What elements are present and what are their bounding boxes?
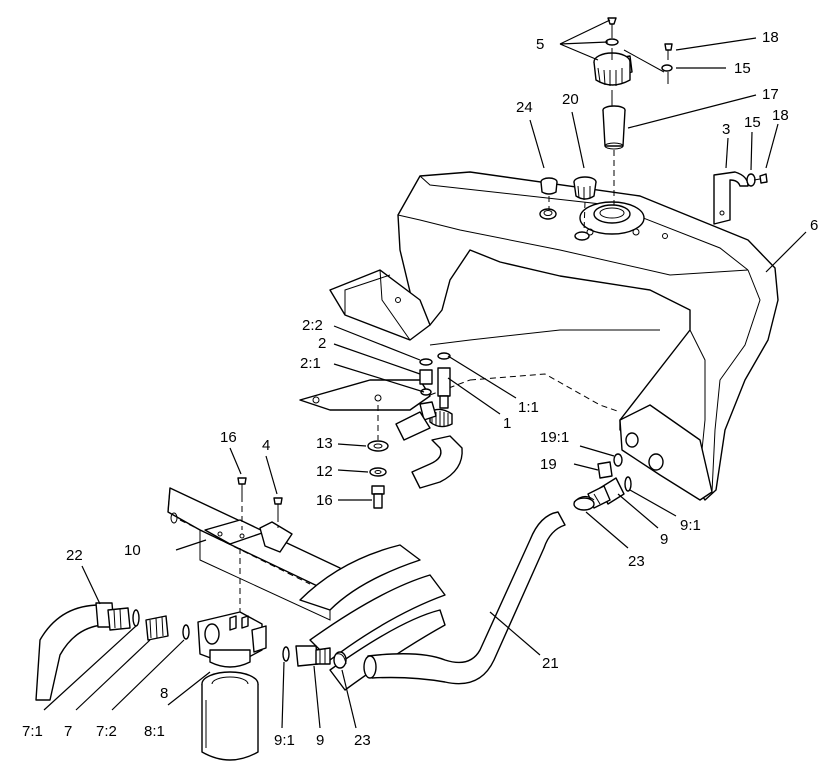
label-7-2: 7:2 — [96, 723, 117, 740]
label-15-top: 15 — [734, 60, 751, 77]
label-12: 12 — [316, 463, 333, 480]
label-20: 20 — [562, 91, 579, 108]
label-2-1: 2:1 — [300, 355, 321, 372]
washer-bolt-stack — [367, 405, 389, 509]
callout-labels: 5 18 15 17 24 20 3 15 18 6 2:2 2 2:1 1:1… — [22, 29, 818, 749]
label-1-1: 1:1 — [518, 399, 539, 416]
fuel-cap-assembly — [593, 17, 665, 108]
label-9-1-bottom: 9:1 — [274, 732, 295, 749]
plug-19 — [597, 453, 623, 479]
label-18-top: 18 — [762, 29, 779, 46]
fitting-9-right — [573, 476, 632, 511]
label-9-1-right: 9:1 — [680, 517, 701, 534]
fitting-stack — [419, 352, 453, 428]
frame-rail — [167, 487, 349, 621]
fuel-tank — [329, 171, 779, 501]
label-13: 13 — [316, 435, 333, 452]
label-16-mid: 16 — [316, 492, 333, 509]
leader-lines — [43, 19, 807, 729]
filter-cartridge-8-1 — [201, 671, 259, 761]
label-17: 17 — [762, 86, 779, 103]
fittings-9-23-lower — [282, 645, 347, 669]
filler-neck — [602, 105, 626, 205]
fitting-7 — [132, 609, 190, 641]
label-9-right: 9 — [660, 531, 668, 548]
hose-stubs — [395, 411, 463, 489]
label-2-2: 2:2 — [302, 317, 323, 334]
label-3: 3 — [722, 121, 730, 138]
label-8-1: 8:1 — [144, 723, 165, 740]
hose-21 — [363, 511, 566, 685]
hose-22 — [35, 602, 131, 701]
label-6: 6 — [810, 217, 818, 234]
label-16-left: 16 — [220, 429, 237, 446]
label-4: 4 — [262, 437, 270, 454]
label-7: 7 — [64, 723, 72, 740]
label-2: 2 — [318, 335, 326, 352]
screw-washer-top — [661, 43, 673, 84]
label-24: 24 — [516, 99, 533, 116]
tank-mount-plate — [299, 373, 621, 413]
label-5: 5 — [536, 36, 544, 53]
bracket-3 — [713, 171, 768, 225]
bolts-top-frame — [237, 477, 283, 615]
grommet-24 — [540, 177, 558, 210]
label-10: 10 — [124, 542, 141, 559]
filter-head-8 — [197, 611, 267, 668]
background-hoses — [299, 544, 446, 691]
label-18-right: 18 — [772, 107, 789, 124]
label-15-right: 15 — [744, 114, 761, 131]
label-19: 19 — [540, 456, 557, 473]
label-21: 21 — [542, 655, 559, 672]
label-7-1: 7:1 — [22, 723, 43, 740]
label-23-right: 23 — [628, 553, 645, 570]
label-23-bottom: 23 — [354, 732, 371, 749]
vent-20 — [573, 176, 597, 233]
label-1: 1 — [503, 415, 511, 432]
label-8: 8 — [160, 685, 168, 702]
label-19-1: 19:1 — [540, 429, 569, 446]
label-9-bottom: 9 — [316, 732, 324, 749]
label-22: 22 — [66, 547, 83, 564]
